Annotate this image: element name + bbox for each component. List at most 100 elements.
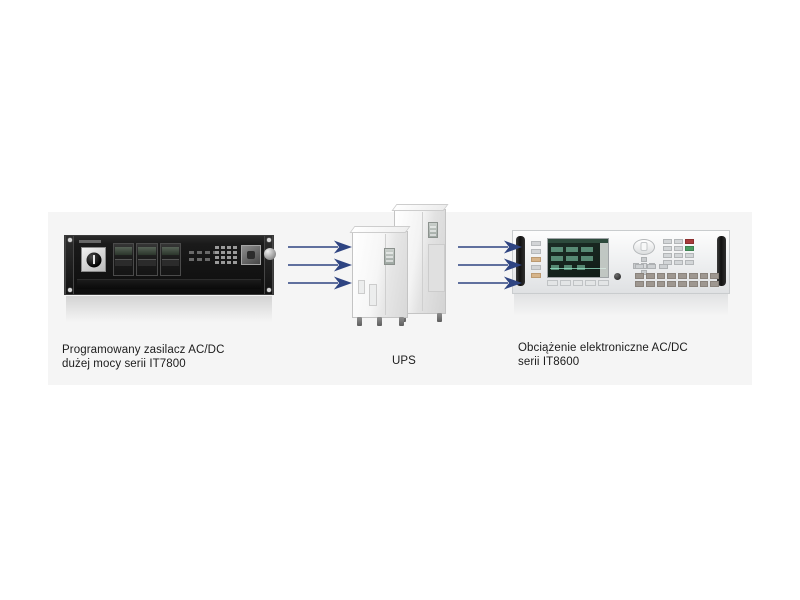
device-ups [349, 204, 458, 330]
caption-it8600: Obciążenie elektroniczne AC/DC serii IT8… [518, 342, 688, 368]
arrow-down-icon[interactable] [641, 270, 647, 275]
keypad-key[interactable] [233, 261, 237, 264]
function-key[interactable] [635, 273, 644, 279]
function-key[interactable] [678, 281, 687, 287]
display-value [581, 247, 593, 252]
display-value [581, 256, 593, 261]
screw-icon [267, 288, 271, 292]
power-module [159, 243, 181, 276]
power-module [113, 243, 135, 276]
keypad-key[interactable] [674, 260, 683, 265]
keypad-key[interactable] [221, 246, 225, 249]
arrow-head-icon [333, 258, 353, 272]
keypad-key[interactable] [233, 246, 237, 249]
key-row[interactable] [635, 273, 719, 279]
arrow-group-ups-to-load [458, 240, 523, 290]
keypad-key-start[interactable] [685, 246, 694, 251]
display-header-bar [548, 239, 608, 243]
keypad-key[interactable] [227, 251, 231, 254]
keypad-key[interactable] [663, 253, 672, 258]
cabinet-seam [422, 212, 423, 311]
function-key[interactable] [710, 281, 719, 287]
power-switch-icon[interactable] [81, 247, 106, 272]
display-value [564, 265, 572, 270]
menu-key[interactable] [547, 280, 558, 286]
function-key[interactable] [667, 273, 676, 279]
function-key[interactable] [678, 273, 687, 279]
keypad-key[interactable] [227, 246, 231, 249]
function-key[interactable] [688, 281, 698, 287]
display-side-menu [600, 243, 608, 277]
screw-icon [68, 288, 72, 292]
function-key[interactable] [647, 264, 656, 269]
function-key[interactable] [667, 281, 676, 287]
function-key[interactable] [635, 264, 644, 269]
keypad-key[interactable] [215, 246, 219, 249]
it7800-keypad[interactable] [215, 246, 237, 264]
it7800-rotary-knob[interactable] [264, 248, 276, 260]
function-key[interactable] [656, 281, 666, 287]
keypad-key[interactable] [227, 261, 231, 264]
function-key[interactable] [699, 281, 709, 287]
keypad-key[interactable] [674, 239, 683, 244]
function-key[interactable] [688, 273, 698, 279]
softkey[interactable] [531, 249, 541, 254]
softkey[interactable] [531, 241, 541, 246]
keypad-key[interactable] [233, 251, 237, 254]
cabinet-vent [369, 284, 377, 306]
function-key[interactable] [635, 281, 644, 287]
softkey[interactable] [531, 265, 541, 270]
keypad-key[interactable] [685, 253, 694, 258]
keypad-key[interactable] [215, 261, 219, 264]
caption-it7800: Programowany zasilacz AC/DC dużej mocy s… [62, 344, 225, 370]
screw-icon [68, 238, 72, 242]
it8600-function-buttons[interactable] [635, 264, 668, 269]
cabinet-door [428, 244, 445, 292]
cabinet-seam [385, 234, 386, 315]
it8600-menu-key-row[interactable] [547, 280, 609, 286]
panel-line [430, 226, 436, 228]
cabinet-top-face [349, 226, 411, 233]
function-key[interactable] [645, 273, 655, 279]
softkey[interactable] [531, 257, 541, 262]
waveform-trace [550, 268, 606, 269]
keypad-key[interactable] [221, 261, 225, 264]
keypad-key[interactable] [663, 246, 672, 251]
keypad-key[interactable] [663, 239, 672, 244]
function-key[interactable] [656, 273, 666, 279]
function-key[interactable] [659, 264, 668, 269]
keypad-key[interactable] [233, 256, 237, 259]
keypad-key[interactable] [215, 256, 219, 259]
keypad-key[interactable] [685, 260, 694, 265]
keypad-key[interactable] [674, 253, 683, 258]
menu-key[interactable] [585, 280, 597, 286]
it8600-rotary-knob[interactable] [633, 239, 655, 255]
it8600-key-rows[interactable] [635, 273, 719, 289]
function-key[interactable] [710, 273, 719, 279]
function-key[interactable] [699, 273, 709, 279]
menu-key[interactable] [572, 280, 584, 286]
indicator-led-row [189, 251, 218, 254]
arrow-group-supply-to-ups [288, 240, 353, 290]
caster-icon [357, 317, 362, 326]
keypad-key[interactable] [221, 256, 225, 259]
ups-control-panel[interactable] [428, 222, 438, 238]
ups-control-panel[interactable] [384, 248, 395, 265]
it8600-softkey-column[interactable] [531, 241, 541, 278]
screw-icon [267, 238, 271, 242]
keypad-key[interactable] [227, 256, 231, 259]
menu-key[interactable] [598, 280, 609, 286]
function-key[interactable] [645, 281, 655, 287]
keypad-key[interactable] [221, 251, 225, 254]
keypad-key[interactable] [674, 246, 683, 251]
keypad-key-stop[interactable] [685, 239, 694, 244]
key-row[interactable] [635, 281, 719, 287]
keypad-key[interactable] [215, 251, 219, 254]
arrow-up-icon[interactable] [641, 257, 647, 262]
menu-key[interactable] [559, 280, 571, 286]
cabinet-vent [358, 280, 365, 294]
it8600-numeric-keypad[interactable] [663, 239, 694, 265]
it7800-navigation-pad[interactable] [241, 245, 261, 265]
softkey[interactable] [531, 273, 541, 278]
power-button-icon[interactable] [614, 273, 621, 280]
